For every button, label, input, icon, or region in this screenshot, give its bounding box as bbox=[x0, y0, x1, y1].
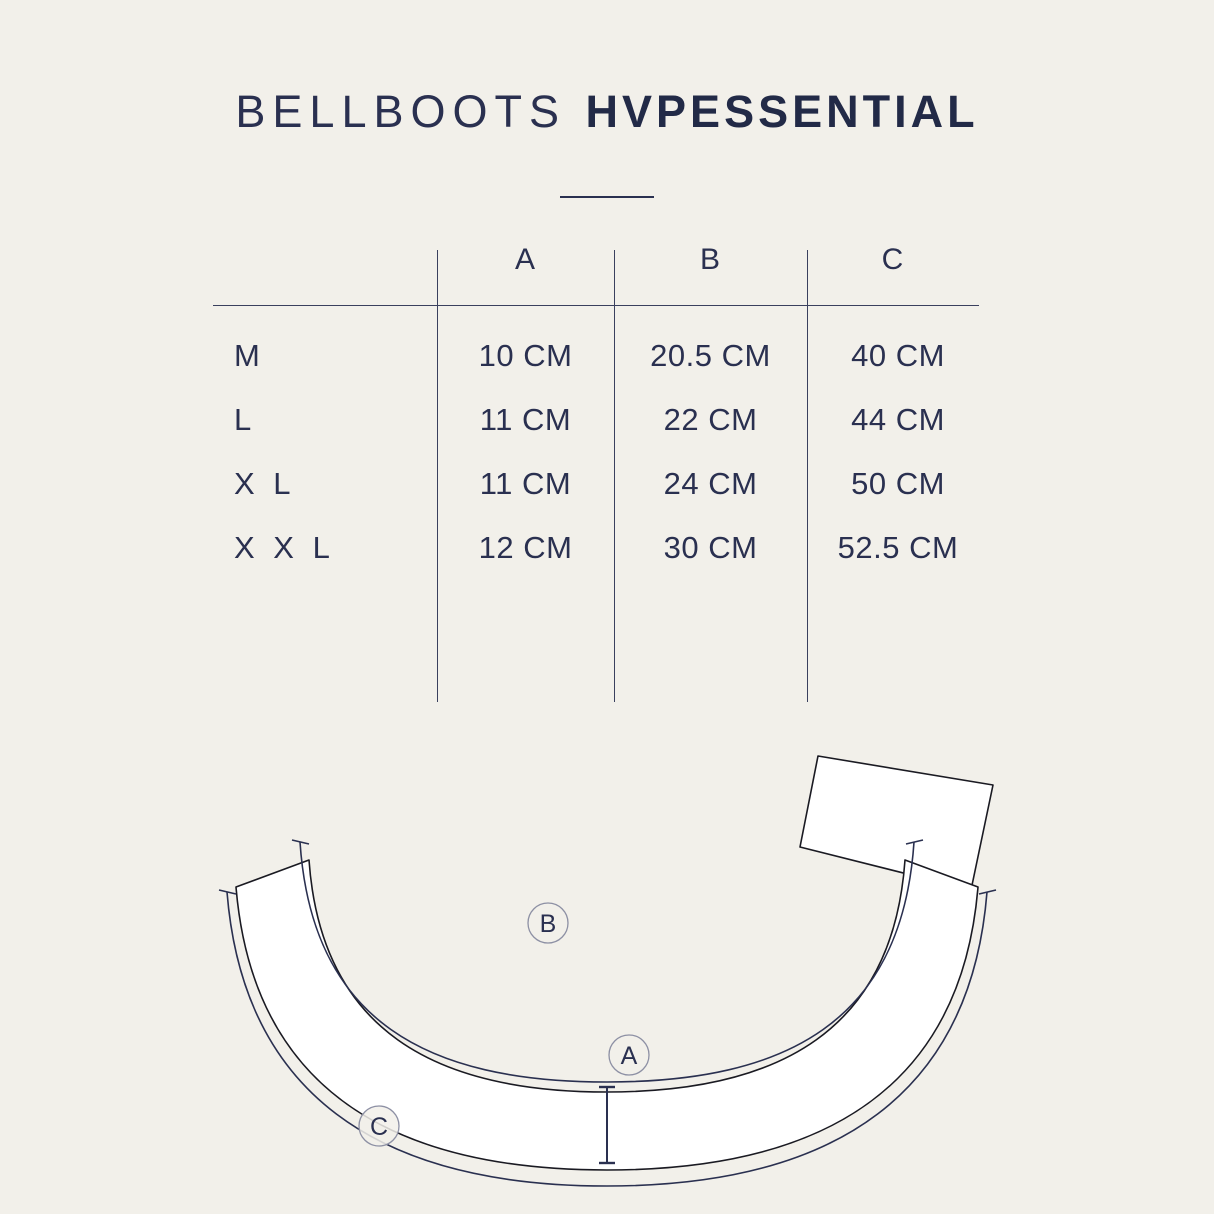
row-value-b: 22 CM bbox=[663, 402, 758, 437]
table-row: L 11 CM 22 CM 44 CM bbox=[0, 402, 1214, 466]
row-value-c: 40 CM bbox=[851, 338, 945, 373]
callout-label-b: B bbox=[540, 910, 557, 938]
row-size-label: L bbox=[234, 402, 257, 437]
table-header-rule bbox=[213, 305, 979, 306]
table-header-c: C bbox=[881, 243, 905, 276]
table-row: X X L 12 CM 30 CM 52.5 CM bbox=[0, 530, 1214, 594]
table-row: X L 11 CM 24 CM 50 CM bbox=[0, 466, 1214, 530]
callout-badge-c bbox=[358, 1105, 400, 1147]
title-product: HVPESSENTIAL bbox=[585, 86, 979, 137]
page-title: BELLBOOTS HVPESSENTIAL bbox=[0, 86, 1214, 138]
bell-boot-diagram: B A C bbox=[0, 700, 1214, 1214]
row-value-c: 44 CM bbox=[851, 402, 945, 437]
row-value-a: 10 CM bbox=[478, 338, 573, 373]
row-size-label: X X L bbox=[234, 530, 335, 565]
row-value-b: 24 CM bbox=[663, 466, 758, 501]
row-value-c: 50 CM bbox=[851, 466, 945, 501]
dimension-tick-c-left bbox=[218, 889, 237, 895]
dimension-tick-b-right bbox=[905, 839, 924, 845]
dimension-arc-c bbox=[226, 891, 988, 1187]
table-header-a: A bbox=[514, 243, 536, 276]
row-value-b: 20.5 CM bbox=[650, 338, 771, 373]
callout-label-c: C bbox=[370, 1113, 388, 1141]
row-value-b: 30 CM bbox=[663, 530, 758, 565]
table-column-divider-3 bbox=[807, 250, 808, 702]
measurements-table: A B C M 10 CM 20.5 CM 40 CM L 11 CM 22 C… bbox=[0, 243, 1214, 702]
dimension-tick-b-left bbox=[291, 839, 310, 845]
dimension-tick-c-right bbox=[978, 889, 997, 895]
title-divider bbox=[560, 196, 654, 198]
row-size-label: M bbox=[234, 338, 265, 373]
callout-badge-a bbox=[608, 1034, 650, 1076]
table-row: M 10 CM 20.5 CM 40 CM bbox=[0, 338, 1214, 402]
table-column-divider-2 bbox=[614, 250, 615, 702]
table-column-divider-1 bbox=[437, 250, 438, 702]
row-value-a: 11 CM bbox=[479, 466, 572, 501]
row-size-label: X L bbox=[234, 466, 296, 501]
title-brand: BELLBOOTS bbox=[235, 86, 567, 137]
strap-flap-shape bbox=[799, 755, 994, 891]
callout-label-a: A bbox=[621, 1042, 638, 1070]
table-header-b: B bbox=[699, 243, 721, 276]
row-value-a: 12 CM bbox=[478, 530, 573, 565]
row-value-c: 52.5 CM bbox=[837, 530, 959, 565]
callout-badge-b bbox=[527, 902, 569, 944]
row-value-a: 11 CM bbox=[479, 402, 572, 437]
boot-body-shape bbox=[235, 859, 979, 1171]
dimension-arc-b bbox=[299, 841, 915, 1083]
